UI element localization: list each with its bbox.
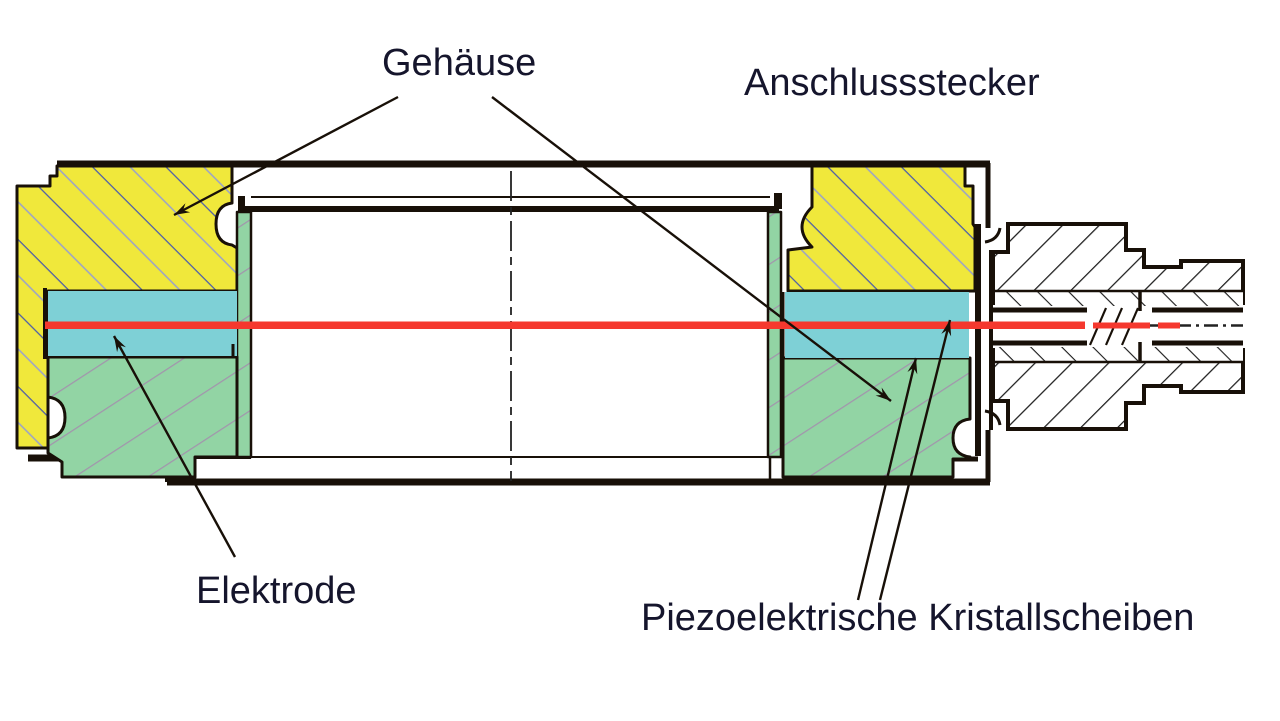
leader-kristall-2 [878,319,952,601]
leader-gehaeuse-left [173,95,399,217]
housing-green-left [46,355,239,479]
electrode-line [45,321,1243,329]
leader-gehaeuse-right [491,96,892,402]
electrode-dash-1 [1093,322,1150,329]
connector-sleeve-bottom [995,347,1243,362]
kristallscheiben-label: Piezoelektrische Kristallscheiben [641,597,1195,639]
housing-green-right [781,356,972,479]
elektrode-label: Elektrode [196,570,357,612]
housing-yellow-parts [15,164,977,450]
electrode-dash-2 [1158,322,1180,329]
electrode-main [45,321,1085,329]
green-sleeve-left [235,210,253,459]
leader-elektrode [112,335,237,558]
housing-yellow-right [786,164,977,293]
green-sleeve-right [766,210,783,459]
leader-lines [112,95,952,601]
connector-sleeve-top [995,291,1243,306]
membranes [193,193,782,481]
anschlussstecker-label: Anschlussstecker [744,62,1040,104]
leader-kristall-1 [856,357,918,601]
housing-yellow-left [15,164,239,450]
gehaeuse-label: Gehäuse [382,42,537,84]
